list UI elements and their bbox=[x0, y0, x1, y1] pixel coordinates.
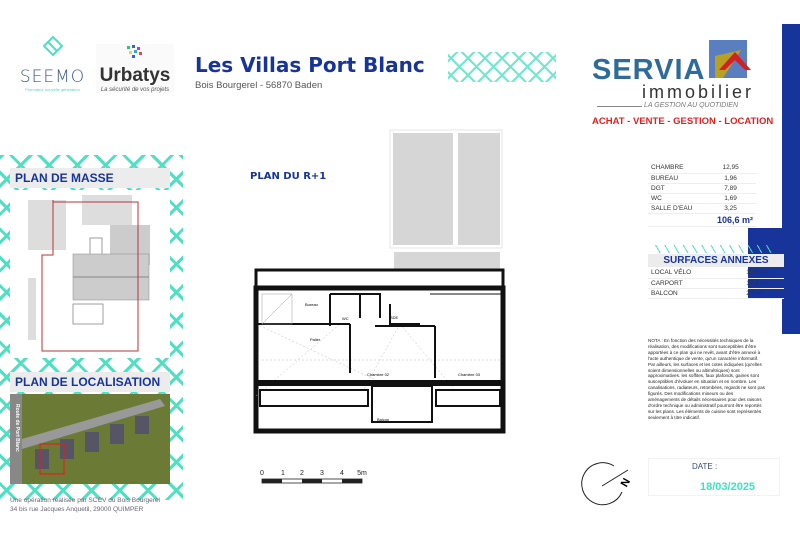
plan-title: PLAN DU R+1 bbox=[250, 171, 327, 182]
row-value: 2,7 m² bbox=[743, 288, 784, 299]
scale-tick-0: 0 bbox=[260, 470, 264, 477]
total-surface: 106,6 m² bbox=[705, 213, 756, 227]
servia-slogan: LA GESTION AU QUOTIDIEN bbox=[644, 102, 738, 109]
legal-note: NOTA : En fonction des nécessités techni… bbox=[648, 338, 765, 420]
plan-localisation-image: Route de Port Blanc bbox=[10, 394, 170, 484]
row-label: CARPORT bbox=[648, 278, 744, 289]
urbatys-logo: Urbatys La sécurité de vos projets bbox=[96, 44, 174, 93]
row-label: BUREAU bbox=[648, 173, 706, 184]
decorative-pattern bbox=[655, 245, 775, 253]
row-value: 17,4 m² bbox=[743, 278, 784, 289]
scale-tick-2: 2 bbox=[300, 470, 304, 477]
servia-sub: immobilier bbox=[642, 82, 755, 102]
room-balcon: Balcon bbox=[377, 417, 389, 422]
footer-line-2: 34 bis rue Jacques Anquetil, 29000 QUIMP… bbox=[10, 506, 144, 513]
room-chambre-03: Chambre 03 bbox=[458, 372, 481, 377]
plan-masse-image bbox=[10, 190, 170, 358]
page-subtitle: Bois Bourgerel - 56870 Baden bbox=[195, 80, 323, 91]
seemo-diamond-icon bbox=[42, 35, 63, 57]
row-label: LOCAL VÉLO bbox=[648, 268, 744, 279]
servia-logo: SERVIA immobilier LA GESTION AU QUOTIDIE… bbox=[592, 40, 773, 130]
row-value: 7,89 bbox=[705, 183, 756, 194]
floor-plan: Bureau WC SDE Palier Chambre 02 Chambre … bbox=[253, 129, 506, 434]
row-value: 1,69 bbox=[705, 193, 756, 204]
date-value: 18/03/2025 bbox=[700, 481, 756, 493]
room-sde: SDE bbox=[390, 315, 399, 320]
north-arrow-icon: N bbox=[581, 462, 633, 506]
plan-localisation-title: PLAN DE LOCALISATION bbox=[10, 372, 170, 392]
row-label: BALCON bbox=[648, 288, 744, 299]
seemo-logo: SEEMO Promoteur nouvelle génération bbox=[15, 35, 90, 92]
decorative-pattern bbox=[448, 52, 556, 82]
road-label: Route de Port Blanc bbox=[14, 404, 20, 452]
row-value: 10,5 m² bbox=[743, 268, 784, 279]
seemo-tagline: Promoteur nouvelle génération bbox=[25, 87, 80, 92]
row-value: 1,96 bbox=[705, 173, 756, 184]
footer-line-1: Une opération réalisée par SCCV du Bois … bbox=[10, 497, 160, 504]
date-label: DATE : bbox=[692, 462, 718, 471]
date-box bbox=[648, 458, 780, 496]
row-label: SALLE D'EAU bbox=[648, 203, 706, 214]
north-label: N bbox=[619, 476, 633, 489]
scale-bar: 0 1 2 3 4 5m bbox=[260, 470, 367, 484]
scale-tick-1: 1 bbox=[281, 470, 285, 477]
servia-roof-icon bbox=[709, 40, 751, 78]
urbatys-pixels-icon bbox=[127, 45, 142, 58]
room-bureau: Bureau bbox=[305, 302, 318, 307]
scale-tick-5: 5m bbox=[357, 470, 367, 477]
servia-services: ACHAT - VENTE - GESTION - LOCATION bbox=[592, 116, 774, 127]
servia-name: SERVIA bbox=[592, 54, 706, 86]
room-chambre-02: Chambre 02 bbox=[367, 372, 390, 377]
row-label: DGT bbox=[648, 183, 706, 194]
row-value: 12,95 bbox=[705, 163, 756, 174]
urbatys-name: Urbatys bbox=[99, 65, 171, 86]
annexes-title: SURFACES ANNEXES bbox=[648, 254, 784, 267]
seemo-name: SEEMO bbox=[19, 67, 86, 87]
page-title: Les Villas Port Blanc bbox=[195, 53, 425, 77]
urbatys-tagline: La sécurité de vos projets bbox=[100, 87, 170, 93]
row-label: CHAMBRE bbox=[648, 163, 706, 174]
total-row: 106,6 m² bbox=[648, 213, 756, 227]
scale-tick-4: 4 bbox=[340, 470, 344, 477]
plan-masse-title: PLAN DE MASSE bbox=[10, 168, 170, 188]
room-wc: WC bbox=[342, 316, 349, 321]
row-label: WC bbox=[648, 193, 706, 204]
row-value: 3,25 bbox=[705, 203, 756, 214]
room-palier: Palier bbox=[310, 337, 321, 342]
scale-tick-3: 3 bbox=[320, 470, 324, 477]
footer-credits: Une opération réalisée par SCCV du Bois … bbox=[10, 496, 160, 514]
left-panel: PLAN DE MASSE PLAN DE LOCALISATION Route… bbox=[0, 155, 183, 500]
divider bbox=[597, 106, 642, 107]
